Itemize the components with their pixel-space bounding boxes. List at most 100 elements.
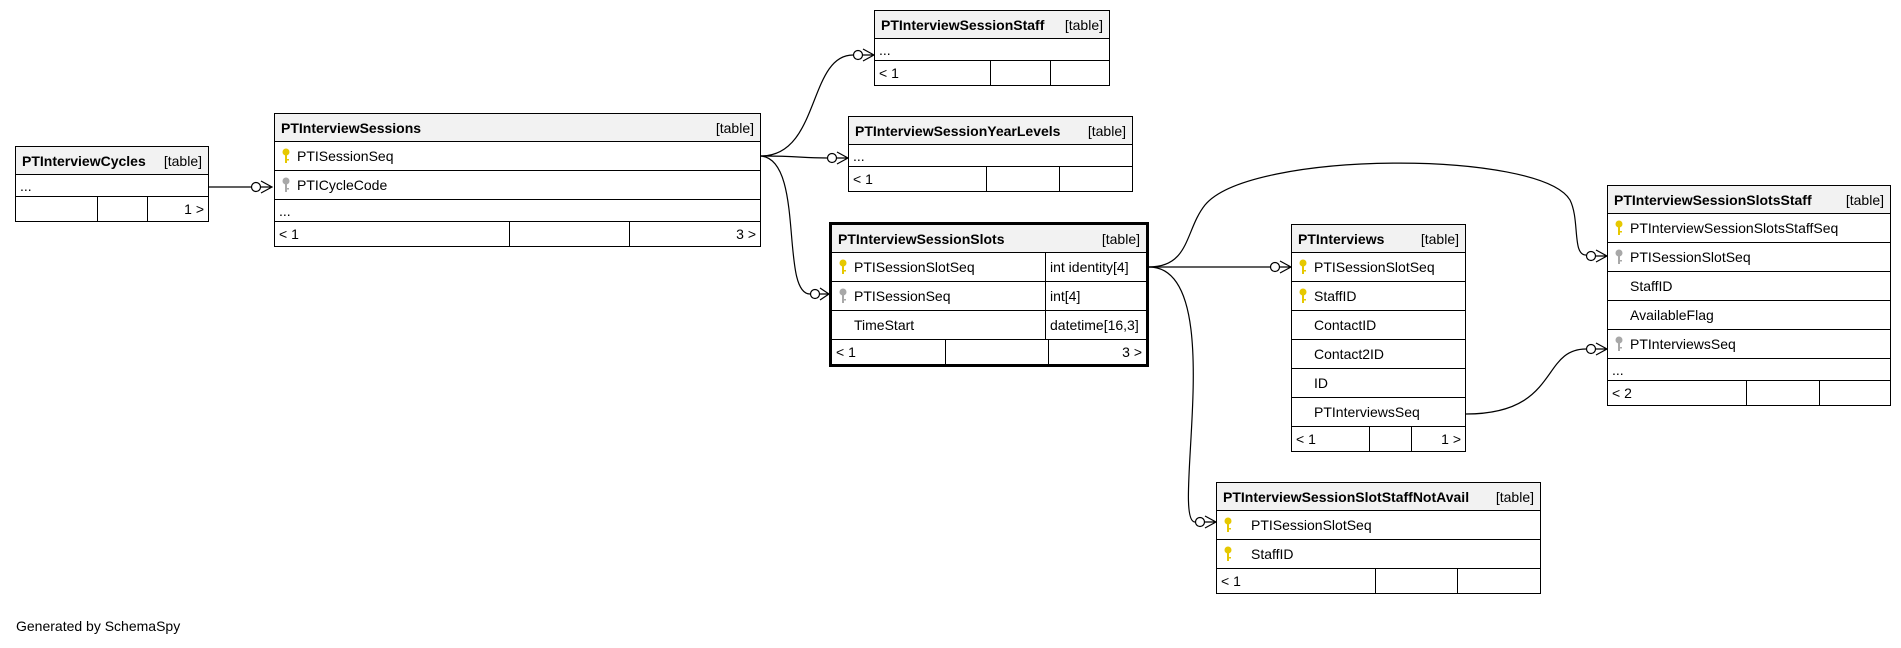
- footer-parents: [16, 197, 98, 221]
- column-row: PTICycleCode: [275, 171, 760, 200]
- column-type: datetime[16,3]: [1045, 311, 1146, 339]
- table-name: PTInterviewSessionSlotsStaff: [1614, 191, 1812, 208]
- column-name: ID: [1314, 375, 1328, 391]
- table-footer: < 1: [1217, 569, 1540, 593]
- table-name: PTInterviewSessionSlotStaffNotAvail: [1223, 488, 1470, 505]
- table-name: PTInterviewSessionSlots: [838, 230, 1005, 247]
- table-header: PTInterviewSessionSlotStaffNotAvail [tab…: [1217, 483, 1540, 511]
- table-ptinterviewsessionyearlevels[interactable]: PTInterviewSessionYearLevels [table] ...…: [848, 116, 1133, 192]
- column-row: PTInterviewSessionSlotsStaffSeq: [1608, 214, 1890, 243]
- footer-children: 3 >: [1122, 344, 1142, 360]
- column-name: PTISessionSlotSeq: [1314, 259, 1435, 275]
- footer-children: 1 >: [184, 201, 204, 217]
- table-ptinterviewsessionslotsstaff[interactable]: PTInterviewSessionSlotsStaff [table] PTI…: [1607, 185, 1891, 406]
- table-header: PTInterviewSessionSlotsStaff [table]: [1608, 186, 1890, 214]
- table-ptinterviews[interactable]: PTInterviews [table] PTISessionSlotSeq S…: [1291, 224, 1466, 452]
- column-row: PTISessionSeq: [275, 142, 760, 171]
- column-row: TimeStart datetime[16,3]: [832, 311, 1146, 340]
- column-row: ContactID: [1292, 311, 1465, 340]
- footer-middle: [1370, 427, 1412, 451]
- footer-parents: < 1: [1217, 569, 1376, 593]
- column-row: AvailableFlag: [1608, 301, 1890, 330]
- footer-middle: [987, 167, 1060, 191]
- footer-parents: < 1: [875, 61, 991, 85]
- table-name: PTInterviewSessions: [281, 119, 422, 136]
- footer-children: [1458, 569, 1540, 593]
- table-ptinterviewsessionslots[interactable]: PTInterviewSessionSlots [table] PTISessi…: [829, 222, 1149, 367]
- table-ptinterviewsessionstaff[interactable]: PTInterviewSessionStaff [table] ... < 1: [874, 10, 1110, 86]
- primary-key-icon: [275, 148, 297, 164]
- column-type: int[4]: [1045, 282, 1146, 310]
- column-row: PTISessionSlotSeq: [1217, 511, 1540, 540]
- footer-children: [1060, 167, 1132, 191]
- footer-parents: < 1: [832, 340, 946, 364]
- more-columns: ...: [875, 39, 1109, 61]
- column-row: PTISessionSlotSeq: [1608, 243, 1890, 272]
- column-name: PTISessionSeq: [297, 148, 394, 164]
- table-footer: 1 >: [16, 197, 208, 221]
- table-name: PTInterviewSessionYearLevels: [855, 122, 1061, 139]
- footer-children: 3 >: [736, 226, 756, 242]
- table-footer: < 1 1 >: [1292, 427, 1465, 451]
- more-columns: ...: [275, 200, 760, 222]
- column-name: StaffID: [1314, 288, 1357, 304]
- column-name: PTISessionSlotSeq: [1630, 249, 1751, 265]
- footer-middle: [946, 340, 1049, 364]
- column-row: PTISessionSeq int[4]: [832, 282, 1146, 311]
- primary-key-icon: [1217, 517, 1239, 533]
- column-row: Contact2ID: [1292, 340, 1465, 369]
- footer-parents: < 1: [1292, 427, 1370, 451]
- column-name: AvailableFlag: [1630, 307, 1714, 323]
- table-header: PTInterviewSessionStaff [table]: [875, 11, 1109, 39]
- more-columns: ...: [1608, 359, 1890, 381]
- column-row: PTISessionSlotSeq: [1292, 253, 1465, 282]
- column-name: StaffID: [1251, 546, 1294, 562]
- column-name: PTISessionSlotSeq: [854, 259, 975, 275]
- column-name: PTInterviewSessionSlotsStaffSeq: [1630, 220, 1839, 236]
- primary-key-icon: [1292, 288, 1314, 304]
- table-footer: < 1: [875, 61, 1109, 85]
- primary-key-icon: [832, 259, 854, 275]
- column-name: PTICycleCode: [297, 177, 388, 193]
- table-header: PTInterviewSessions [table]: [275, 114, 760, 142]
- column-type: int identity[4]: [1045, 253, 1146, 281]
- foreign-key-icon: [832, 288, 854, 304]
- generated-by-credit: Generated by SchemaSpy: [16, 618, 181, 634]
- foreign-key-icon: [1608, 249, 1630, 265]
- column-name: Contact2ID: [1314, 346, 1385, 362]
- column-name: PTInterviewsSeq: [1630, 336, 1736, 352]
- column-name: PTISessionSlotSeq: [1251, 517, 1372, 533]
- table-ptinterviewcycles[interactable]: PTInterviewCycles [table] ... 1 >: [15, 146, 209, 222]
- footer-middle: [98, 197, 148, 221]
- footer-parents: < 1: [275, 222, 510, 246]
- edge-slots-slotsstaff: [1148, 162, 1587, 268]
- column-row: ID: [1292, 369, 1465, 398]
- column-row: StaffID: [1292, 282, 1465, 311]
- footer-middle: [991, 61, 1051, 85]
- table-name: PTInterviewSessionStaff: [881, 16, 1045, 33]
- foreign-key-icon: [275, 177, 297, 193]
- footer-middle: [1376, 569, 1458, 593]
- table-footer: < 1: [849, 167, 1132, 191]
- column-row: PTISessionSlotSeq int identity[4]: [832, 253, 1146, 282]
- table-ptinterviewsessions[interactable]: PTInterviewSessions [table] PTISessionSe…: [274, 113, 761, 247]
- column-name: ContactID: [1314, 317, 1377, 333]
- edge-sessions-slots: [760, 155, 811, 295]
- footer-children: 1 >: [1441, 431, 1461, 447]
- table-footer: < 1 3 >: [832, 340, 1146, 364]
- foreign-key-icon: [1608, 336, 1630, 352]
- table-header: PTInterviewSessionYearLevels [table]: [849, 117, 1132, 145]
- footer-children: [1051, 61, 1109, 85]
- table-header: PTInterviews [table]: [1292, 225, 1465, 253]
- column-name: PTInterviewsSeq: [1314, 404, 1420, 420]
- table-kind: [table]: [1087, 122, 1126, 139]
- footer-middle: [510, 222, 630, 246]
- primary-key-icon: [1608, 220, 1630, 236]
- table-kind: [table]: [1845, 191, 1884, 208]
- column-row: StaffID: [1217, 540, 1540, 569]
- table-ptinterviewsessionslotstaffnotavail[interactable]: PTInterviewSessionSlotStaffNotAvail [tab…: [1216, 482, 1541, 594]
- primary-key-icon: [1292, 259, 1314, 275]
- table-kind: [table]: [1420, 230, 1459, 247]
- more-columns: ...: [849, 145, 1132, 167]
